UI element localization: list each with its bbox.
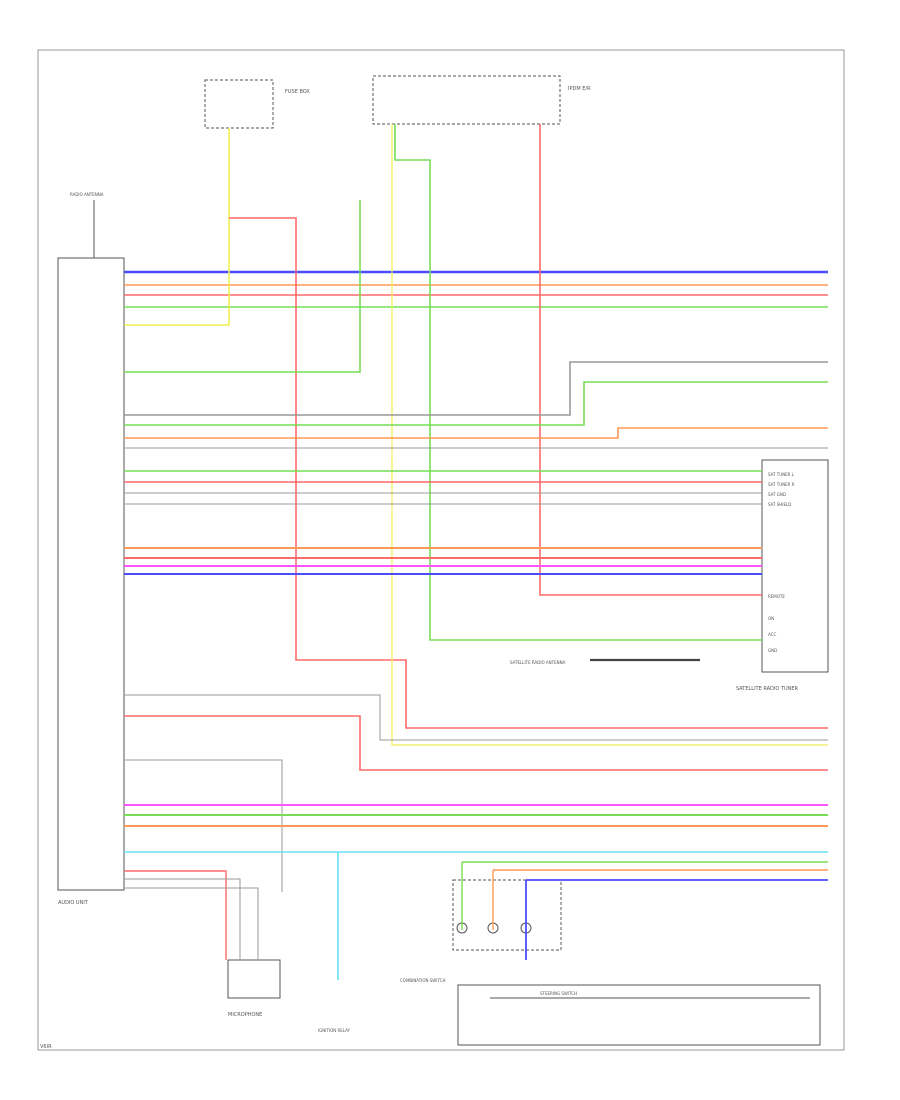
wire-red-ipdm — [539, 124, 762, 596]
satellite-radio-tuner-label: SATELLITE RADIO TUNER — [736, 686, 799, 692]
wire-gray-mic2 — [124, 887, 259, 960]
wire-gray-6 — [124, 694, 828, 741]
tuner-line-7: ACC — [768, 632, 776, 637]
tuner-line-5: REMOTE — [768, 594, 785, 599]
tuner-line-1: SAT TUNER L — [768, 472, 795, 477]
fuse-box-component: FUSE BOX — [204, 79, 310, 129]
radio-antenna-label: RADIO ANTENNA — [70, 192, 104, 197]
ipdm-label: IPDM E/R — [568, 86, 591, 92]
satellite-radio-antenna-label: SATELLITE RADIO ANTENNA — [510, 660, 566, 665]
wire-gray-7 — [124, 759, 283, 892]
tuner-line-8: GND — [768, 648, 777, 653]
ignition-relay-label: IGNITION RELAY — [318, 1028, 351, 1033]
wire-group — [124, 124, 828, 980]
steering-switch-label: STEERING SWITCH — [540, 991, 577, 996]
steering-switch-component: STEERING SWITCH — [457, 984, 821, 1046]
wire-red-mic — [124, 870, 227, 960]
wire-red-6 — [124, 715, 828, 771]
tuner-line-3: SAT GND — [768, 492, 786, 497]
wire-yellow-2 — [391, 124, 828, 746]
ipdm-component: IPDM E/R — [372, 75, 591, 125]
wire-gray-mic — [124, 878, 241, 960]
wire-green-ipdm — [394, 124, 762, 641]
wire-green-3 — [124, 381, 828, 426]
audio-unit-label: AUDIO UNIT — [58, 900, 89, 906]
wire-red-pink — [229, 217, 828, 729]
wire-gray-1 — [124, 361, 828, 416]
combination-switch-label: COMBINATION SWITCH — [400, 978, 445, 983]
page-code-label: V6IR — [40, 1044, 52, 1050]
fuse-box-label: FUSE BOX — [285, 89, 310, 95]
wire-yellow-supply — [124, 128, 230, 326]
diagram-border — [37, 49, 845, 1051]
audio-unit-component: AUDIO UNIT — [57, 257, 125, 906]
tuner-line-6: ON — [768, 616, 774, 621]
tuner-line-4: SAT SHIELD — [768, 502, 791, 507]
wire-green-2 — [124, 200, 361, 373]
combination-switch-component: COMBINATION SWITCH — [400, 879, 562, 983]
microphone-label: MICROPHONE — [228, 1012, 262, 1018]
tuner-line-2: SAT TUNER R — [768, 482, 795, 487]
microphone-component: MICROPHONE — [227, 959, 281, 1018]
wire-orange-2 — [124, 427, 828, 439]
ignition-relay-component: IGNITION RELAY — [318, 1028, 351, 1033]
radio-antenna-component: RADIO ANTENNA — [70, 192, 104, 258]
satellite-radio-tuner-component: SATELLITE RADIO TUNER SAT TUNER L SAT TU… — [736, 459, 829, 692]
